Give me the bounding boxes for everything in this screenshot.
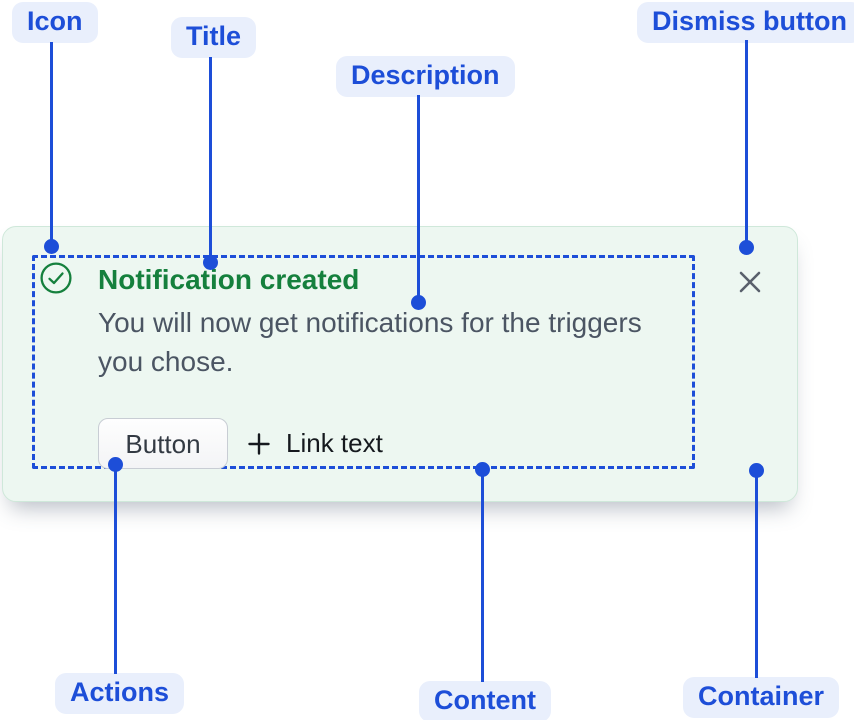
toast-content-outline [32,255,695,469]
toast-description: You will now get notifications for the t… [98,303,738,381]
plus-icon [248,432,270,455]
description-connector-line [417,95,420,303]
toast-description-line1: You will now get notifications for the t… [98,307,642,338]
title-connector-line [209,57,212,263]
annotation-label-actions: Actions [55,673,185,714]
toast-link[interactable]: Link text [246,418,383,469]
annotation-label-dismiss-button: Dismiss button [637,2,854,43]
toast-description-line2: you chose. [98,346,234,377]
toast-title: Notification created [98,264,360,295]
annotation-label-title: Title [171,17,257,58]
dismiss-button[interactable] [729,261,771,303]
success-check-icon [40,262,72,294]
container-connector-dot [749,463,764,478]
actions-connector-dot [108,457,123,472]
content-connector-line [481,470,484,682]
close-icon [739,271,761,293]
annotation-label-description: Description [336,56,515,97]
icon-connector-dot [44,239,59,254]
annotation-label-content: Content [419,681,551,720]
title-connector-dot [203,255,218,270]
container-connector-line [755,471,758,678]
description-connector-dot [411,295,426,310]
dismiss-connector-dot [739,240,754,255]
content-connector-dot [475,462,490,477]
annotation-label-icon: Icon [12,2,98,43]
annotation-label-container: Container [683,677,840,718]
actions-connector-line [114,465,117,674]
toast-container: Notification created You will now get no… [2,226,798,502]
icon-connector-line [50,42,53,247]
toast-link-label: Link text [286,428,383,458]
dismiss-connector-line [745,40,748,248]
toast-action-button[interactable]: Button [98,418,228,469]
